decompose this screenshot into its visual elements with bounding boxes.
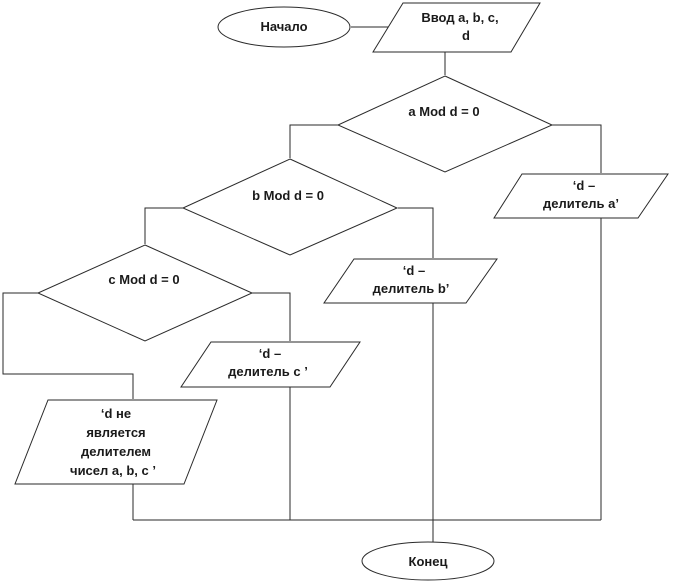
output-a-line-2: делитель a’ [543, 196, 619, 211]
output-a: ‘d – делитель a’ [493, 173, 669, 219]
input-block: Ввод a, b, c, d [372, 2, 541, 53]
output-c-line-2: делитель c ’ [228, 364, 308, 379]
end-terminator: Конец [361, 541, 495, 581]
connector-cond-a-yes [289, 124, 338, 158]
condition-c-label: c Mod d = 0 [108, 272, 179, 287]
condition-c: c Mod d = 0 [36, 244, 254, 342]
output-none-line-2: является [86, 425, 145, 440]
output-none: ‘d не является делителем чисел a, b, c ’ [14, 399, 218, 485]
input-label-line-2: d [462, 28, 470, 43]
connectors [2, 26, 602, 545]
connector-cond-c-yes [2, 292, 134, 399]
condition-b: b Mod d = 0 [181, 158, 399, 256]
start-terminator: Начало [217, 6, 351, 48]
start-label: Начало [260, 19, 307, 34]
end-label: Конец [409, 554, 448, 569]
output-none-line-4: чисел a, b, c ’ [70, 463, 156, 478]
connector-cond-a-no [552, 124, 602, 173]
output-a-line-1: ‘d – [573, 178, 595, 193]
output-c: ‘d – делитель c ’ [180, 341, 361, 388]
output-b-line-1: ‘d – [403, 263, 425, 278]
condition-b-label: b Mod d = 0 [252, 188, 324, 203]
output-c-line-1: ‘d – [259, 346, 281, 361]
input-label-line-1: Ввод a, b, c, [421, 10, 498, 25]
connector-cond-b-no [398, 207, 434, 258]
output-b: ‘d – делитель b’ [323, 258, 498, 304]
condition-a: a Mod d = 0 [336, 75, 554, 173]
connector-cond-b-yes [144, 207, 183, 244]
output-none-line-1: ‘d не [101, 406, 131, 421]
connector-cond-c-no [252, 292, 291, 341]
condition-a-label: a Mod d = 0 [408, 104, 479, 119]
output-none-line-3: делителем [81, 444, 151, 459]
output-b-line-2: делитель b’ [373, 281, 450, 296]
